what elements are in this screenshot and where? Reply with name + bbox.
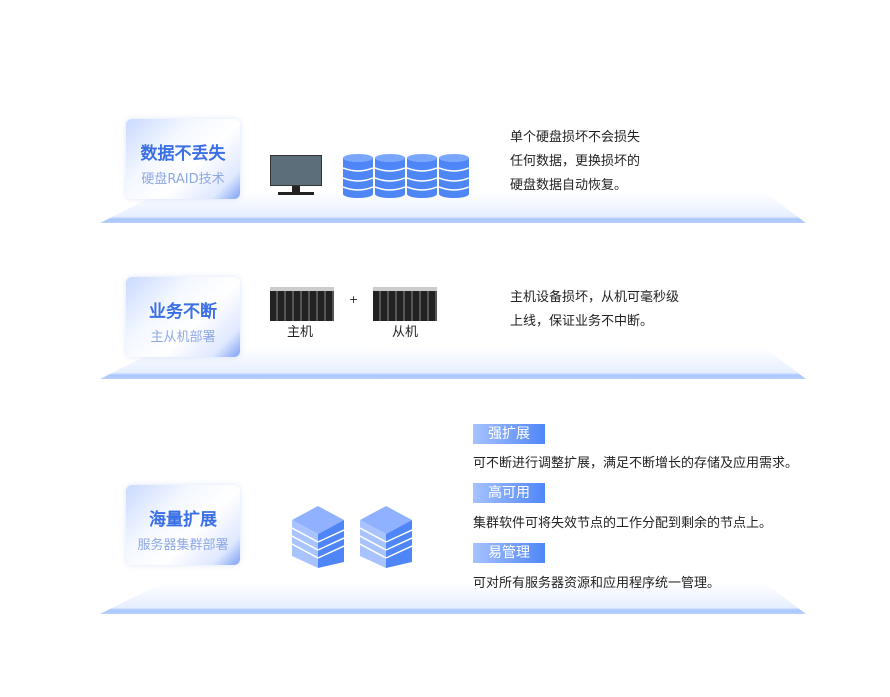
plus-sign: + xyxy=(349,293,359,306)
section-title: 海量扩展 xyxy=(149,510,217,530)
desc-line: 任何数据，更换损坏的 xyxy=(510,154,641,169)
section-title: 数据不丢失 xyxy=(140,144,226,164)
section-subtitle: 主从机部署 xyxy=(150,330,216,345)
section-title: 业务不断 xyxy=(149,302,217,322)
desc-line: 硬盘数据自动恢复。 xyxy=(510,178,628,193)
database-icon xyxy=(343,154,373,198)
feature-text: 可不断进行调整扩展，满足不断增长的存储及应用需求。 xyxy=(473,456,799,471)
server-rack-icon xyxy=(270,287,334,321)
desc-line: 单个硬盘损坏不会损失 xyxy=(510,130,641,145)
database-icon xyxy=(375,154,405,198)
master-label: 主机 xyxy=(287,325,314,340)
slave-label: 从机 xyxy=(392,325,419,340)
desc-line: 主机设备损坏，从机可毫秒级 xyxy=(510,290,680,305)
platform-3 xyxy=(100,582,806,614)
feature-tag: 强扩展 xyxy=(473,424,545,444)
feature-tag: 高可用 xyxy=(473,483,545,503)
server-stack-icon xyxy=(292,506,344,568)
database-icon xyxy=(407,154,437,198)
label-business-continuity: 业务不断 主从机部署 xyxy=(126,277,240,357)
desc-line: 上线，保证业务不中断。 xyxy=(510,314,654,329)
server-stack-icon xyxy=(360,506,412,568)
server-rack-icon xyxy=(373,287,437,321)
section-description: 单个硬盘损坏不会损失 任何数据，更换损坏的 硬盘数据自动恢复。 xyxy=(510,126,640,198)
feature-tag: 易管理 xyxy=(473,543,545,563)
feature-text: 集群软件可将失效节点的工作分配到剩余的节点上。 xyxy=(473,516,773,531)
section-subtitle: 硬盘RAID技术 xyxy=(141,172,225,187)
section-description: 主机设备损坏，从机可毫秒级 上线，保证业务不中断。 xyxy=(510,286,679,334)
database-icon xyxy=(439,154,469,198)
label-data-safe: 数据不丢失 硬盘RAID技术 xyxy=(126,119,240,199)
monitor-icon xyxy=(270,155,322,197)
section-subtitle: 服务器集群部署 xyxy=(137,538,229,553)
feature-text: 可对所有服务器资源和应用程序统一管理。 xyxy=(473,576,721,591)
label-mass-expansion: 海量扩展 服务器集群部署 xyxy=(126,485,240,565)
